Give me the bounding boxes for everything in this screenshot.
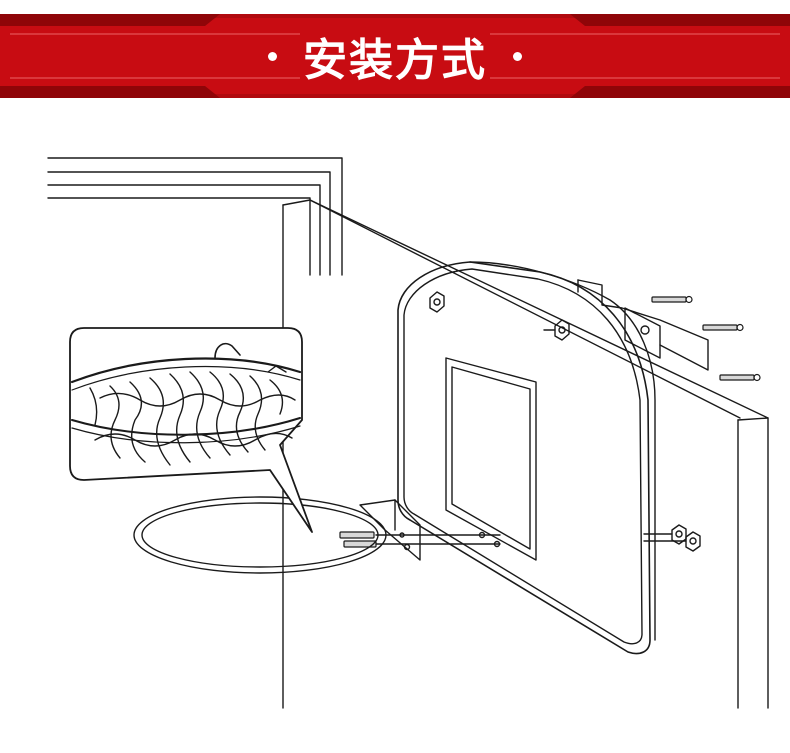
- screw-1: [651, 296, 687, 303]
- installation-diagram: [47, 157, 769, 709]
- door-frame: [47, 157, 343, 276]
- rim-bracket: [359, 499, 501, 561]
- screws: [339, 295, 761, 548]
- nuts: [429, 291, 701, 552]
- page-title: 安装方式: [303, 35, 487, 86]
- bullet-dot-left: [268, 51, 277, 61]
- banner-title-row: 安装方式: [0, 14, 790, 98]
- nut-right-lower: [643, 524, 701, 552]
- header-banner: 安装方式: [0, 14, 790, 98]
- screw-2: [702, 324, 738, 331]
- net-detail-callout: [69, 327, 313, 533]
- screw-3: [719, 374, 755, 381]
- screw-4: [339, 531, 375, 539]
- bullet-dot-right: [513, 51, 522, 61]
- nut-top-right: [543, 319, 570, 341]
- rim: [133, 496, 387, 574]
- backboard: [397, 261, 656, 655]
- door-slab: [282, 199, 769, 709]
- nut-top-left: [429, 291, 445, 313]
- banner-shape: [0, 14, 790, 98]
